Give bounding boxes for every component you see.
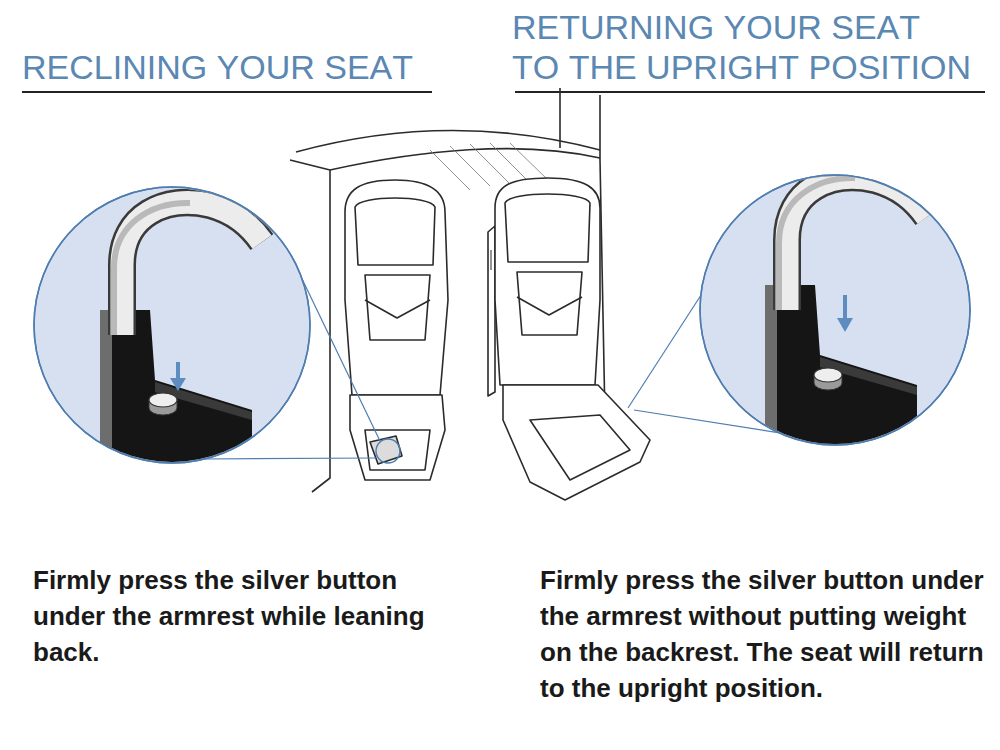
press-arrow-head bbox=[170, 378, 186, 391]
cushion-panel bbox=[365, 430, 430, 470]
armrest-detail bbox=[765, 178, 927, 466]
section-heading: RETURNING YOUR SEAT TO THE UPRIGHT POSIT… bbox=[512, 7, 974, 87]
leg-rest bbox=[503, 385, 650, 500]
seat-back bbox=[345, 180, 448, 395]
press-arrow-head bbox=[837, 318, 853, 332]
cabin-shell bbox=[330, 149, 600, 170]
press-arrow bbox=[843, 295, 847, 320]
seat-illustration bbox=[290, 88, 650, 500]
callout-ring bbox=[376, 439, 400, 463]
section-heading: RECLINING YOUR SEAT bbox=[22, 47, 442, 87]
seat-stitch bbox=[365, 300, 430, 318]
instruction-text: Firmly press the silver button under the… bbox=[33, 562, 453, 670]
press-arrow bbox=[176, 362, 180, 380]
seat-panel bbox=[517, 272, 582, 335]
instruction-text: Firmly press the silver button under the… bbox=[540, 562, 985, 706]
heading-rule bbox=[515, 91, 985, 93]
seat-back bbox=[495, 178, 600, 385]
callout-border bbox=[700, 175, 970, 445]
headrest bbox=[505, 194, 590, 262]
zipper bbox=[491, 250, 492, 270]
seat-panel bbox=[365, 275, 430, 340]
seat-stitch bbox=[517, 297, 582, 315]
cabin-shell bbox=[296, 130, 600, 152]
heading-rule bbox=[22, 91, 432, 93]
seat-wing bbox=[488, 226, 495, 396]
headrest bbox=[355, 198, 435, 265]
leader-line bbox=[205, 458, 376, 459]
callout-detail bbox=[765, 178, 927, 466]
callout-border bbox=[34, 187, 310, 463]
leader-line bbox=[628, 292, 703, 408]
leg-rest-panel bbox=[530, 415, 630, 480]
small-armrest bbox=[370, 436, 402, 464]
